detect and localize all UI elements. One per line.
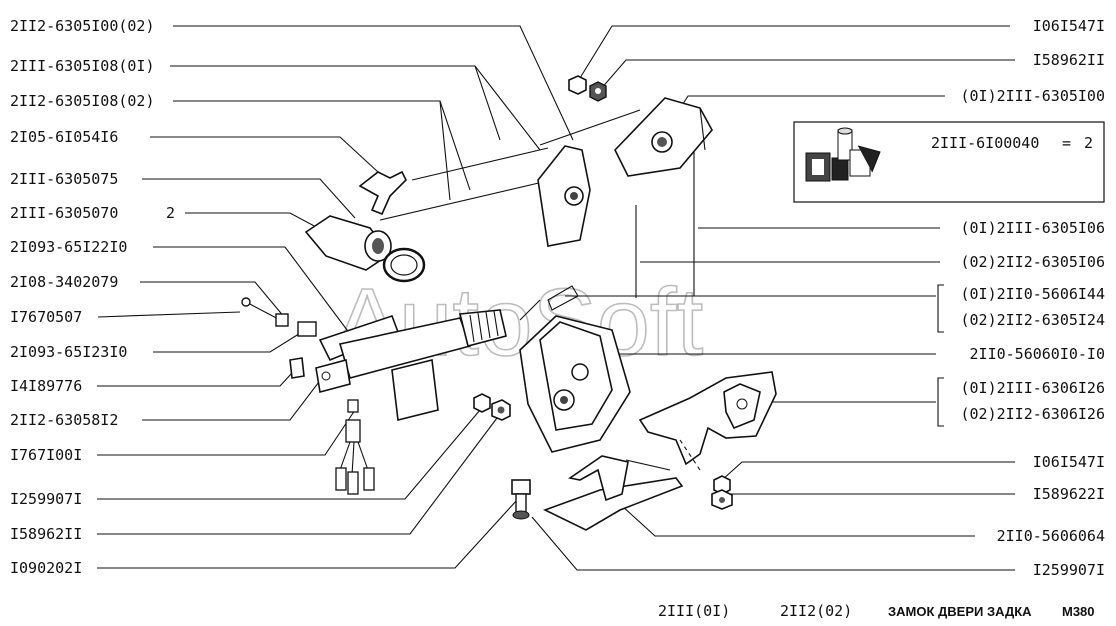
kit-equals: = [1062, 134, 1071, 152]
leader-lines-left [97, 25, 574, 569]
label-2105-6105416: 2I05-6I054I6 [10, 128, 118, 146]
lock-cylinder [304, 215, 426, 283]
label-10902021: I090202I [10, 559, 82, 577]
main-lock-mechanism [519, 285, 631, 453]
left-labels: 2II2-6305I00(02) 2III-6305I08(0I) 2II2-6… [10, 17, 175, 577]
bracket-6306126 [937, 377, 944, 427]
label-qty-2111-6305070: 2 [166, 204, 175, 222]
nut-icon-top [568, 75, 607, 102]
striker-plate [542, 455, 684, 531]
label-r-12599071: I259907I [1033, 561, 1105, 579]
label-2111-6305070: 2III-6305070 [10, 204, 118, 222]
kit-qty: 2 [1084, 134, 1093, 152]
label-2112-6305108-02: 2II2-6305I08(02) [10, 92, 155, 110]
label-17671001: I767I00I [10, 446, 82, 464]
bolt-icon [511, 479, 531, 520]
kit-part-number: 2III-6I00040 [931, 134, 1039, 152]
label-r-2110-5606010-10: 2II0-56060I0-I0 [970, 345, 1105, 363]
label-r-2112-6306126: (02)2II2-6306I26 [961, 405, 1106, 423]
screw-icon [241, 297, 317, 337]
label-2111-6305075: 2III-6305075 [10, 170, 118, 188]
label-r-10615471-a: I06I547I [1033, 17, 1105, 35]
kit-icon [805, 127, 881, 182]
label-21093-6512210: 2I093-65I22I0 [10, 238, 127, 256]
label-r-15896221: I589622I [1033, 485, 1105, 503]
label-r-2110-5606144: (0I)2II0-5606I44 [961, 285, 1106, 303]
label-r-2111-6305100: (0I)2III-6305I00 [961, 87, 1106, 105]
label-r-2111-6305106: (0I)2III-6305I06 [961, 219, 1106, 237]
label-2111-6305108-01: 2III-6305I08(0I) [10, 57, 155, 75]
footer-code: M380 [1062, 604, 1095, 619]
label-r-2111-6306126: (0I)2III-6306I26 [961, 379, 1106, 397]
label-2108-3402079: 2I08-3402079 [10, 273, 118, 291]
clip-icon [358, 170, 407, 216]
label-12599071: I259907I [10, 490, 82, 508]
right-labels: I06I547I I58962II (0I)2III-6305I00 (0I)2… [961, 17, 1106, 579]
nut-icon-mid [473, 393, 511, 421]
wiring-harness [335, 399, 375, 495]
rod-bracket [537, 145, 591, 247]
label-r-2112-6305106: (02)2II2-6305I06 [961, 253, 1106, 271]
bracket-5606144 [937, 284, 944, 333]
leader-lines-right [531, 25, 1015, 571]
label-15896211: I58962II [10, 525, 82, 543]
nut-icon-lower [711, 475, 733, 510]
footer-variant-2: 2II2(02) [780, 602, 852, 620]
striker-bracket [638, 371, 777, 471]
label-r-2110-5606064: 2II0-5606064 [997, 527, 1105, 545]
label-2112-6305812: 2II2-63058I2 [10, 411, 118, 429]
kit-box: 2III-6I00040 = 2 [793, 121, 1105, 203]
latch-bracket-upper [614, 97, 713, 177]
label-17670507: I7670507 [10, 308, 82, 326]
footer-title: ЗАМОК ДВЕРИ ЗАДКА [888, 604, 1032, 619]
label-r-2112-6305124: (02)2II2-6305I24 [961, 311, 1106, 329]
label-21093-6512310: 2I093-65I23I0 [10, 343, 127, 361]
actuator-motor [289, 309, 507, 421]
label-r-15896211: I58962II [1033, 51, 1105, 69]
footer: 2III(0I) 2II2(02) ЗАМОК ДВЕРИ ЗАДКА M380 [658, 602, 1095, 620]
label-2112-6305100-02: 2II2-6305I00(02) [10, 17, 155, 35]
lock-rods [379, 109, 695, 298]
footer-variant-1: 2III(0I) [658, 602, 730, 620]
label-r-10615471-b: I06I547I [1033, 453, 1105, 471]
label-14189776: I4I89776 [10, 377, 82, 395]
